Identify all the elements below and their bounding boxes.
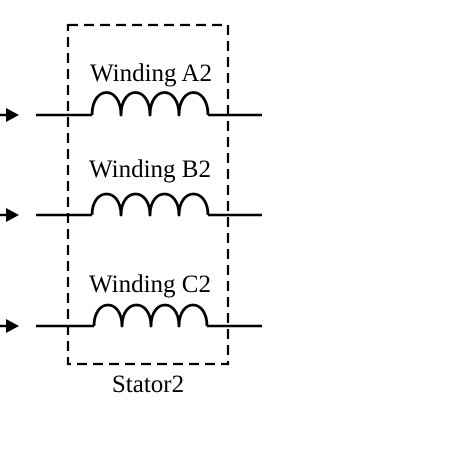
winding-a2: Winding A2 bbox=[0, 60, 262, 122]
stator-boundary bbox=[66, 23, 230, 366]
winding-b2: Winding B2 bbox=[0, 156, 262, 222]
winding-a2-arrow-icon bbox=[6, 108, 19, 122]
winding-c2-arrow-icon bbox=[6, 319, 19, 333]
winding-c2-coil bbox=[92, 303, 209, 328]
winding-b2-arrow-icon bbox=[6, 208, 19, 222]
winding-a2-coil bbox=[90, 91, 210, 117]
winding-a2-label: Winding A2 bbox=[90, 60, 212, 87]
stator-label: Stator2 bbox=[112, 371, 184, 398]
winding-b2-coil bbox=[90, 192, 210, 217]
winding-b2-label: Winding B2 bbox=[89, 156, 211, 183]
winding-c2: Winding C2 bbox=[0, 271, 262, 333]
winding-c2-label: Winding C2 bbox=[89, 271, 211, 298]
